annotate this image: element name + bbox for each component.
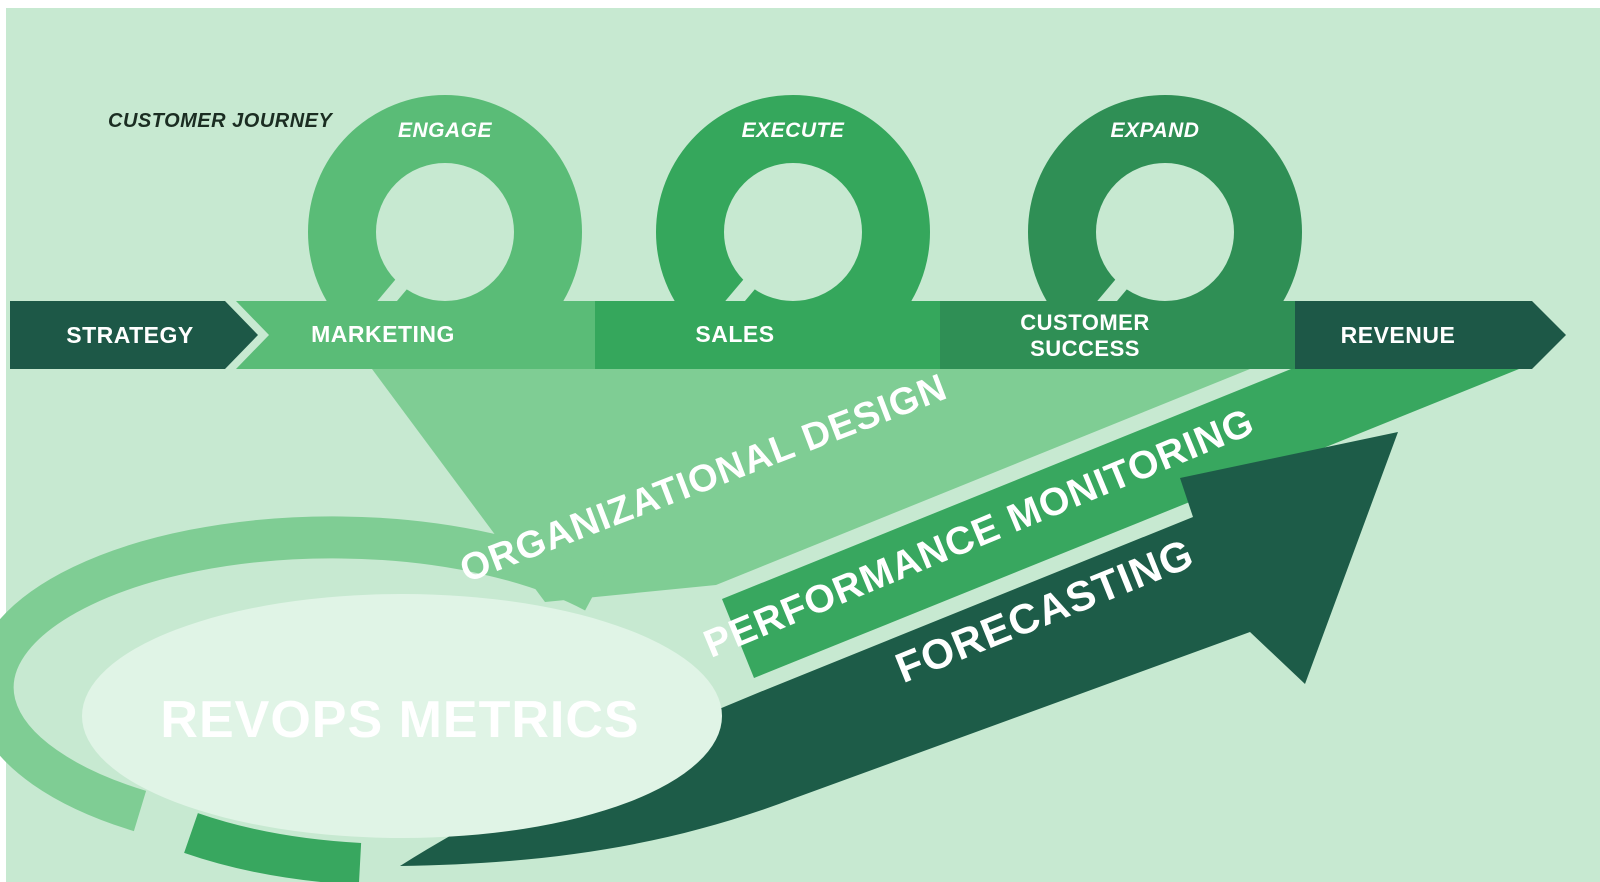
metrics-loop-accent-arc xyxy=(184,813,362,882)
strategy-label: STRATEGY xyxy=(66,322,194,348)
metrics-ellipse xyxy=(82,594,722,838)
performance-monitoring-ribbon xyxy=(722,369,1519,678)
revops-metrics-label: REVOPS METRICS xyxy=(160,691,639,749)
organizational-design-ribbon xyxy=(372,369,1250,602)
revenue-label: REVENUE xyxy=(1341,322,1456,348)
customer-journey-label: CUSTOMER JOURNEY xyxy=(108,110,333,132)
engage-loop-label: ENGAGE xyxy=(398,119,493,142)
metrics-loop-arc xyxy=(0,516,605,832)
marketing-label: MARKETING xyxy=(311,321,455,347)
sales-segment xyxy=(595,301,940,369)
customer-success-label-line1: CUSTOMER xyxy=(1020,310,1150,335)
customer-success-segment xyxy=(940,301,1295,369)
sales-label: SALES xyxy=(695,321,774,347)
execute-loop-label: EXECUTE xyxy=(742,119,845,142)
customer-success-label-line2: SUCCESS xyxy=(1030,336,1140,361)
marketing-segment xyxy=(236,301,595,369)
revenue-arrow-segment xyxy=(1295,301,1566,369)
strategy-arrow-segment xyxy=(10,301,258,369)
expand-loop-label: EXPAND xyxy=(1111,119,1200,142)
